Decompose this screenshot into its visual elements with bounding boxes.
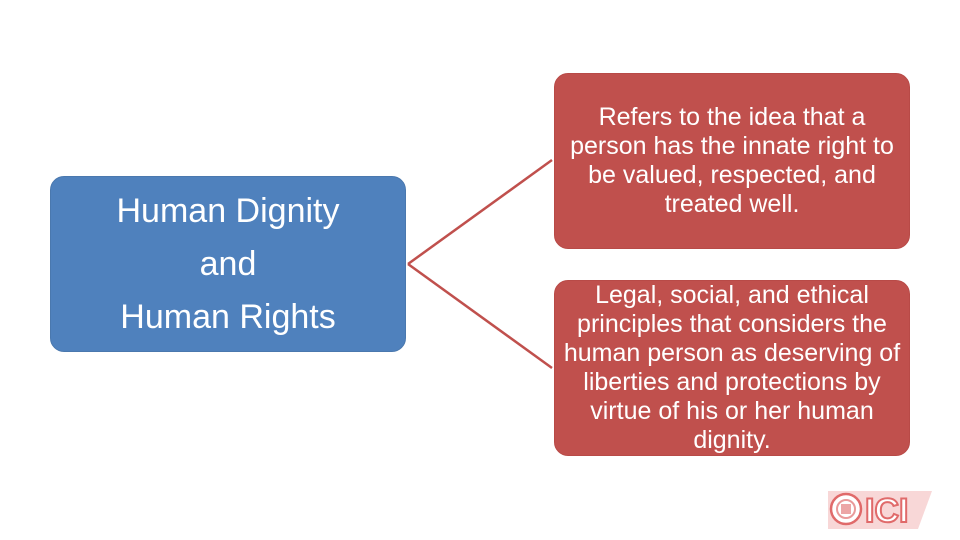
main-node-line-1: Human Dignity — [116, 191, 340, 230]
ici-logo: ICI — [828, 491, 932, 529]
main-node: Human Dignity and Human Rights — [50, 176, 406, 352]
branch-node-principles: Legal, social, and ethical principles th… — [554, 280, 910, 456]
main-node-line-3: Human Rights — [120, 297, 336, 336]
branch-node-definition: Refers to the idea that a person has the… — [554, 73, 910, 249]
branch-node-definition-text: Refers to the idea that a person has the… — [570, 103, 894, 218]
logo-text: ICI — [865, 492, 908, 529]
branch-node-principles-text: Legal, social, and ethical principles th… — [563, 281, 901, 454]
connector-line-bottom — [407, 262, 553, 370]
logo-seal-center-icon — [841, 504, 851, 514]
logo-seal-inner-icon — [836, 499, 856, 519]
main-node-line-2: and — [199, 244, 257, 283]
connector-line-top — [407, 158, 553, 266]
